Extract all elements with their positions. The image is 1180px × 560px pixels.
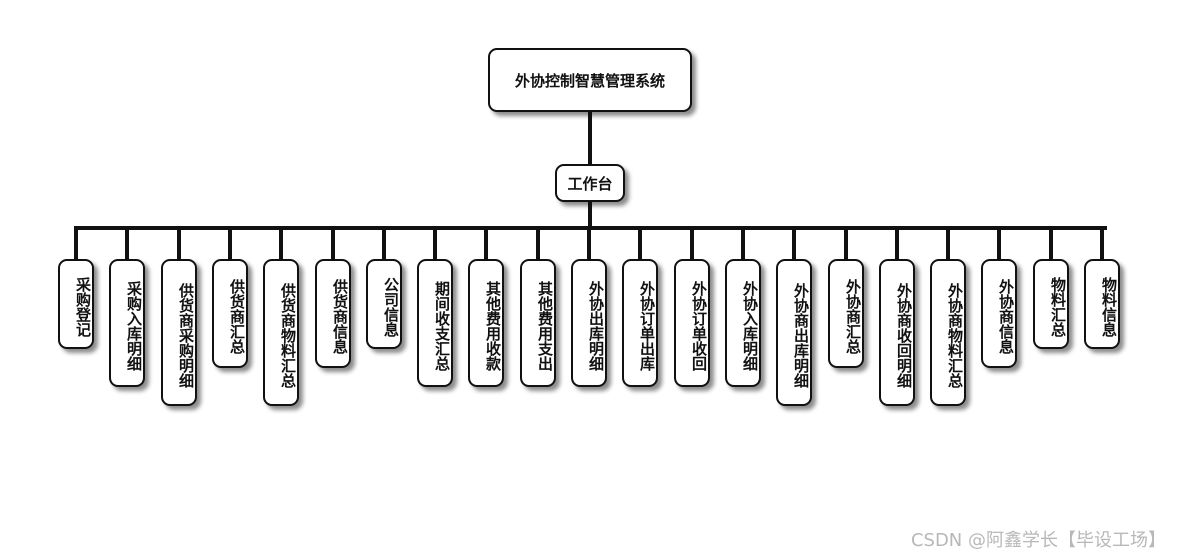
- leaf-node-20: 物料汇总: [1033, 259, 1069, 349]
- hub-node-label: 工作台: [567, 174, 613, 193]
- leaf-node-3: 供货商采购明细: [161, 259, 197, 406]
- root-node: 外协控制智慧管理系统: [488, 48, 692, 112]
- leaf-node-label: 采购入库明细: [125, 281, 143, 371]
- connector-leaf-7: [382, 228, 386, 259]
- leaf-node-21: 物料信息: [1084, 259, 1120, 349]
- leaf-node-13: 外协订单收回: [674, 259, 710, 387]
- leaf-node-17: 外协商收回明细: [879, 259, 915, 406]
- leaf-node-label: 物料汇总: [1049, 277, 1067, 337]
- connector-leaf-8: [433, 228, 437, 259]
- connector-leaf-15: [792, 228, 796, 259]
- leaf-node-15: 外协商出库明细: [776, 259, 812, 406]
- connector-leaf-1: [74, 228, 78, 259]
- leaf-node-label: 供货商物料汇总: [279, 283, 297, 388]
- leaf-node-label: 外协商收回明细: [895, 283, 913, 388]
- leaf-node-label: 物料信息: [1100, 277, 1118, 337]
- hub-node: 工作台: [555, 164, 625, 202]
- leaf-node-12: 外协订单出库: [622, 259, 658, 387]
- connector-leaf-3: [177, 228, 181, 259]
- leaf-node-18: 外协商物料汇总: [930, 259, 966, 406]
- connector-leaf-21: [1100, 228, 1104, 259]
- leaf-node-label: 外协商信息: [997, 279, 1015, 354]
- leaf-node-19: 外协商信息: [981, 259, 1017, 368]
- leaf-node-label: 其他费用支出: [536, 281, 554, 371]
- leaf-node-label: 外协出库明细: [587, 281, 605, 371]
- leaf-node-6: 供货商信息: [315, 259, 351, 368]
- leaf-node-4: 供货商汇总: [212, 259, 248, 368]
- leaf-node-9: 其他费用收款: [468, 259, 504, 387]
- connector-leaf-2: [125, 228, 129, 259]
- leaf-node-label: 外协商汇总: [844, 279, 862, 354]
- connector-leaf-9: [484, 228, 488, 259]
- leaf-node-label: 期间收支汇总: [433, 281, 451, 371]
- leaf-node-label: 公司信息: [382, 277, 400, 337]
- connector-leaf-12: [638, 228, 642, 259]
- leaf-node-label: 供货商信息: [331, 279, 349, 354]
- leaf-node-11: 外协出库明细: [571, 259, 607, 387]
- leaf-node-label: 采购登记: [74, 277, 92, 337]
- leaf-node-label: 供货商汇总: [228, 279, 246, 354]
- leaf-node-8: 期间收支汇总: [417, 259, 453, 387]
- leaf-node-label: 其他费用收款: [484, 281, 502, 371]
- leaf-node-2: 采购入库明细: [109, 259, 145, 387]
- leaf-node-7: 公司信息: [366, 259, 402, 349]
- connector-root-hub: [588, 112, 592, 164]
- root-node-label: 外协控制智慧管理系统: [514, 71, 665, 90]
- leaf-node-14: 外协入库明细: [725, 259, 761, 387]
- connector-leaf-18: [946, 228, 950, 259]
- leaf-node-label: 外协商物料汇总: [946, 283, 964, 388]
- connector-leaf-20: [1049, 228, 1053, 259]
- connector-leaf-17: [895, 228, 899, 259]
- leaf-node-label: 外协商出库明细: [792, 283, 810, 388]
- connector-leaf-5: [279, 228, 283, 259]
- leaf-node-label: 外协订单出库: [638, 281, 656, 371]
- leaf-node-label: 供货商采购明细: [177, 283, 195, 388]
- connector-leaf-16: [844, 228, 848, 259]
- leaf-node-1: 采购登记: [58, 259, 94, 349]
- connector-leaf-10: [536, 228, 540, 259]
- leaf-node-label: 外协入库明细: [741, 281, 759, 371]
- connector-hub-bus: [588, 202, 592, 228]
- connector-leaf-11: [587, 228, 591, 259]
- watermark-text: CSDN @阿鑫学长【毕设工场】: [910, 530, 1166, 551]
- connector-leaf-14: [741, 228, 745, 259]
- connector-leaf-13: [690, 228, 694, 259]
- leaf-node-label: 外协订单收回: [690, 281, 708, 371]
- leaf-node-5: 供货商物料汇总: [263, 259, 299, 406]
- connector-leaf-4: [228, 228, 232, 259]
- leaf-node-16: 外协商汇总: [828, 259, 864, 368]
- connector-leaf-6: [331, 228, 335, 259]
- leaf-node-10: 其他费用支出: [520, 259, 556, 387]
- connector-leaf-19: [997, 228, 1001, 259]
